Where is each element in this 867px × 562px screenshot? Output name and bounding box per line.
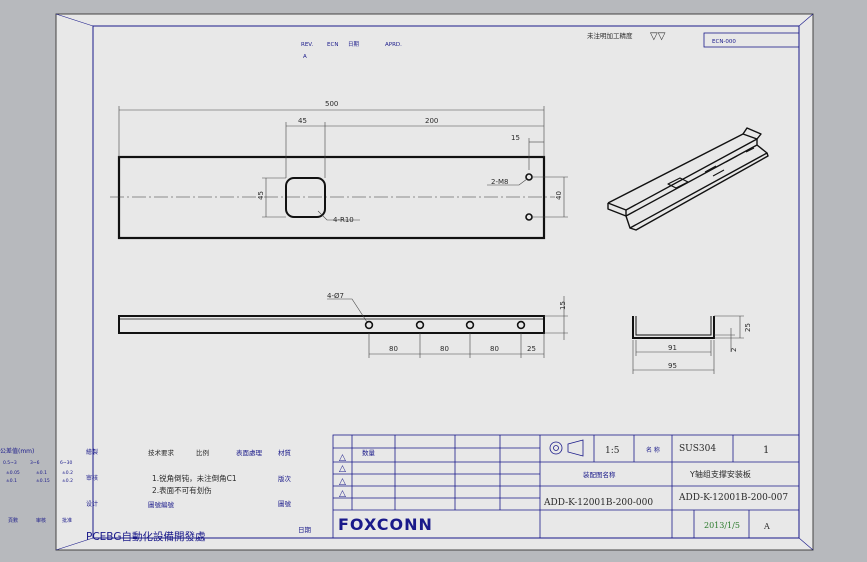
dim-edge-offset: 15 <box>511 134 520 142</box>
svg-text:±0.2: ±0.2 <box>62 478 73 484</box>
roughness-symbol: ▽▽ <box>650 31 666 42</box>
svg-text:±0.1: ±0.1 <box>36 470 47 476</box>
assembly-number: ADD-K-12001B-200-000 <box>543 498 653 508</box>
dim-side-height: 15 <box>559 301 567 310</box>
part-name: Y轴组支撑安装板 <box>689 469 751 479</box>
design-label: 设计 <box>86 500 98 508</box>
svg-text:頁數: 頁數 <box>8 517 18 524</box>
svg-text:△: △ <box>339 464 346 474</box>
notes-area: 公差值(mm) 0.5~3 3~6 6~30 ±0.05 ±0.1 ±0.2 ±… <box>0 447 292 543</box>
note-1: 1.锐角倒钝，未注倒角C1 <box>152 473 237 483</box>
approve-label: 批准 <box>62 517 72 524</box>
svg-text:±0.05: ±0.05 <box>6 470 20 476</box>
note-2: 2.表面不可有划伤 <box>152 485 212 495</box>
svg-text:6~30: 6~30 <box>60 460 72 466</box>
svg-text:△: △ <box>339 489 346 499</box>
dim-side-holes: 4-Ø7 <box>327 292 344 300</box>
qty-label: 数量 <box>362 448 376 457</box>
title-block: △ △ △ △ 数量 1:5 名 称 SUS304 1 装配图名称 Y轴组支撑安… <box>298 434 800 539</box>
svg-text:△: △ <box>339 453 346 463</box>
process-note: 未注明加工精度 <box>587 31 633 40</box>
svg-text:±0.15: ±0.15 <box>36 478 50 484</box>
dim-hole-to-end: 200 <box>425 117 438 125</box>
front-view: 500 45 200 15 45 40 2-M8 4-R10 <box>110 100 568 240</box>
svg-text:±0.2: ±0.2 <box>62 470 73 476</box>
name-label: 名 称 <box>646 446 660 454</box>
isometric-view <box>607 127 769 231</box>
sheet-number: 1 <box>763 445 769 456</box>
dim-pitch-2: 80 <box>440 345 449 353</box>
ecn-label: ECN <box>327 42 338 48</box>
foxconn-logo: FOXCONN <box>338 515 433 534</box>
svg-text:APRD.: APRD. <box>385 42 402 48</box>
dim-pitch-3: 80 <box>490 345 499 353</box>
svg-text:±0.1: ±0.1 <box>6 478 17 484</box>
dim-right-pitch: 40 <box>555 191 563 200</box>
section-view: 91 95 25 2 <box>632 315 752 374</box>
svg-text:日期: 日期 <box>348 41 360 48</box>
dim-end-offset: 25 <box>527 345 536 353</box>
svg-text:繪製: 繪製 <box>86 448 98 456</box>
dim-hole-offset: 45 <box>298 117 307 125</box>
scale-value: 1:5 <box>605 446 620 456</box>
dim-section-thickness: 2 <box>730 348 738 352</box>
revision-letter: A <box>763 522 770 531</box>
svg-text:3~6: 3~6 <box>30 460 40 466</box>
dim-section-outer: 95 <box>668 362 677 370</box>
svg-text:圖號編號: 圖號編號 <box>148 500 175 509</box>
side-view: 4-Ø7 15 80 80 80 25 <box>118 292 568 358</box>
svg-text:审核: 审核 <box>36 517 46 524</box>
rev-label: REV. <box>301 42 313 48</box>
rev-col-label: 版次 <box>278 474 292 483</box>
ecn-number: ECN-000 <box>712 39 736 45</box>
dim-threaded-holes: 2-M8 <box>491 178 508 186</box>
tech-req-label: 技术要求 <box>148 448 175 457</box>
svg-text:圖號: 圖號 <box>278 499 292 508</box>
check-label: 审核 <box>86 474 98 482</box>
dim-section-height: 25 <box>744 323 752 332</box>
scale-col-label: 比例 <box>196 448 209 457</box>
dim-pocket-height: 45 <box>257 191 265 200</box>
date-label: 日期 <box>298 526 312 534</box>
svg-text:△: △ <box>339 477 346 487</box>
dim-pitch-1: 80 <box>389 345 398 353</box>
material-label: 材質 <box>278 448 292 457</box>
drawing-sheet <box>55 13 814 551</box>
material-value: SUS304 <box>679 444 716 454</box>
drawing-date: 2013/1/5 <box>704 521 740 530</box>
dim-section-inner: 91 <box>668 344 677 352</box>
surface-label: 表面處理 <box>236 448 263 457</box>
rev-symbol: A <box>303 54 307 60</box>
drawing-name-label: 装配图名称 <box>583 470 616 479</box>
tolerance-title: 公差值(mm) <box>0 447 34 455</box>
dim-corner-radius: 4-R10 <box>333 216 354 224</box>
svg-text:0.5~3: 0.5~3 <box>3 460 17 466</box>
dim-overall-length: 500 <box>325 100 338 108</box>
drawing-number: ADD-K-12001B-200-007 <box>678 493 788 503</box>
company-name: PCEBG自動化設備開發處 <box>86 530 206 543</box>
